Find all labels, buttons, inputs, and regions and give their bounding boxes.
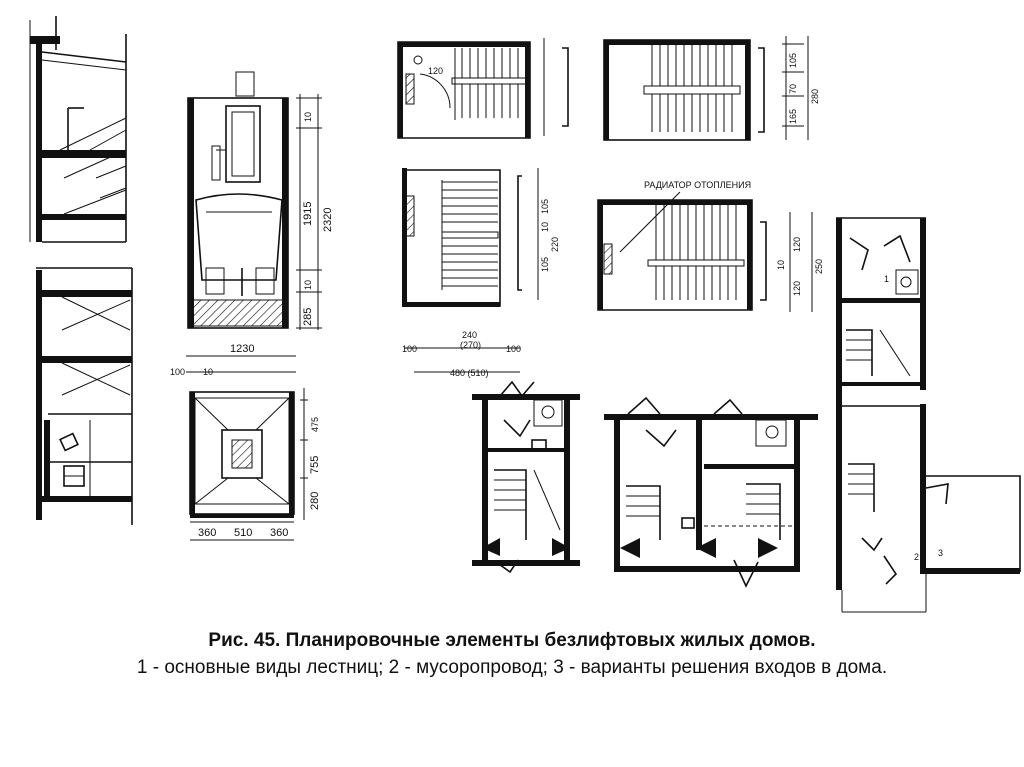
chute-dim-1915: 1915 bbox=[302, 202, 314, 226]
stair-width-dimensions: 100 240 (270) 100 480 (510) bbox=[402, 330, 521, 378]
chute-dim-10a: 10 bbox=[303, 112, 313, 122]
chute-dim-280: 280 bbox=[309, 492, 321, 510]
stair-dim-240: 240 bbox=[462, 330, 477, 340]
chute-dim-285: 285 bbox=[302, 308, 314, 326]
chute-dim-1230: 1230 bbox=[230, 343, 254, 355]
stair-b-dim-105: 105 bbox=[788, 53, 798, 68]
figure-caption: Рис. 45. Планировочные элементы безлифто… bbox=[0, 628, 1024, 682]
stair-plan-d: РАДИАТОР ОТОПЛЕНИЯ 10 120 120 250 bbox=[597, 180, 824, 312]
architectural-drawing: 10 1915 2320 10 285 1230 100 10 360 510 … bbox=[29, 16, 1021, 613]
chute-dim-475: 475 bbox=[310, 417, 320, 432]
building-section-upper bbox=[29, 16, 127, 243]
stair-d-dim-10: 10 bbox=[776, 260, 786, 270]
stair-dim-270: (270) bbox=[460, 340, 481, 350]
chute-dim-755: 755 bbox=[309, 456, 321, 474]
stair-a-dim-120: 120 bbox=[428, 66, 443, 76]
entrance-label-1: 1 bbox=[884, 274, 889, 284]
stair-d-dim-120a: 120 bbox=[792, 281, 802, 296]
stair-plan-a: 120 bbox=[397, 38, 569, 139]
stair-c-dim-105a: 105 bbox=[540, 257, 550, 272]
stair-plan-c: 10 105 105 220 bbox=[402, 168, 560, 307]
entrance-label-2: 2 bbox=[914, 552, 919, 562]
stair-b-dim-165: 165 bbox=[788, 109, 798, 124]
stair-c-dim-10: 10 bbox=[540, 222, 550, 232]
chute-dim-10b: 10 bbox=[303, 280, 313, 290]
stair-d-dim-250: 250 bbox=[814, 259, 824, 274]
chute-plan: 1230 100 10 360 510 360 475 755 280 bbox=[170, 343, 321, 541]
stair-c-dim-220: 220 bbox=[550, 237, 560, 252]
chute-dim-2320: 2320 bbox=[322, 208, 334, 232]
chute-dim-360a: 360 bbox=[198, 527, 216, 539]
stair-c-dim-105b: 105 bbox=[540, 199, 550, 214]
stair-dim-100a: 100 bbox=[402, 344, 417, 354]
stair-plan-b: 165 70 105 280 bbox=[603, 36, 820, 141]
entrance-plan-3: 1 2 3 bbox=[836, 217, 1021, 613]
stair-d-dim-120b: 120 bbox=[792, 237, 802, 252]
entrance-plan-2 bbox=[604, 396, 818, 588]
stair-b-dim-280: 280 bbox=[810, 89, 820, 104]
entrance-label-3: 3 bbox=[938, 548, 943, 558]
caption-title: Рис. 45. Планировочные элементы безлифто… bbox=[208, 630, 816, 651]
entrance-plan-1 bbox=[472, 380, 580, 574]
chute-dim-100: 100 bbox=[170, 367, 185, 377]
caption-legend: 1 - основные виды лестниц; 2 - мусоропро… bbox=[136, 657, 888, 678]
stair-b-dim-70: 70 bbox=[788, 84, 798, 94]
chute-dim-510: 510 bbox=[234, 527, 252, 539]
chute-dim-360b: 360 bbox=[270, 527, 288, 539]
radiator-label: РАДИАТОР ОТОПЛЕНИЯ bbox=[644, 180, 751, 190]
stair-dim-100b: 100 bbox=[506, 344, 521, 354]
building-section-lower bbox=[36, 267, 133, 525]
chute-elevation bbox=[187, 71, 289, 329]
stair-dim-480: 480 (510) bbox=[450, 368, 489, 378]
chute-dim-10: 10 bbox=[203, 367, 213, 377]
chute-elevation-dimensions: 10 1915 2320 10 285 bbox=[296, 94, 334, 330]
